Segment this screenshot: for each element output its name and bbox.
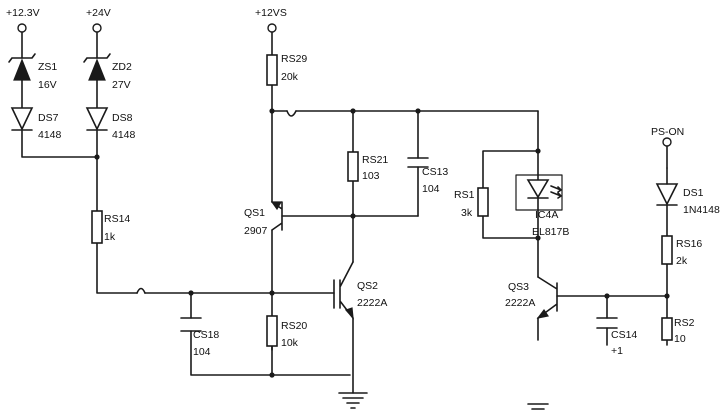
label-rs20-value: 10k — [281, 337, 299, 349]
resistor-rs20 — [266, 315, 278, 347]
rail-label-12vs: +12VS — [255, 7, 287, 19]
wiring — [21, 31, 668, 394]
capacitor-cs18 — [180, 317, 202, 332]
resistor-rs29 — [266, 54, 278, 86]
terminal-24v — [92, 23, 102, 33]
label-cs14-value: +1 — [611, 345, 623, 357]
label-cs18-ref: CS18 — [193, 329, 219, 341]
label-ds1-ref: DS1 — [683, 187, 704, 199]
label-qs2-value: 2222A — [357, 297, 387, 309]
label-qs3-value: 2222A — [505, 297, 535, 309]
label-qs1-value: 2907 — [244, 225, 268, 237]
capacitor-cs14 — [596, 317, 618, 329]
label-cs13-value: 104 — [422, 183, 440, 195]
label-ic4a-ref: IC4A — [535, 209, 558, 221]
label-cs14-ref: CS14 — [611, 329, 637, 341]
label-rs16-ref: RS16 — [676, 238, 702, 250]
terminal-ps-on — [662, 137, 672, 147]
transistor-qs2-npn — [333, 261, 354, 320]
diode-ds8 — [85, 107, 109, 131]
label-ds1-value: 1N4148 — [683, 204, 720, 216]
labels: +12.3V +24V +12VS PS-ON ZS1 16V ZD2 27V … — [6, 7, 720, 358]
label-zs1-value: 16V — [38, 79, 57, 91]
ground-symbol-main — [338, 392, 368, 409]
rail-label-ps-on: PS-ON — [651, 126, 684, 138]
label-ic4a-value: EL817B — [532, 226, 569, 238]
rail-label-24v: +24V — [86, 7, 111, 19]
label-cs13-ref: CS13 — [422, 166, 448, 178]
diode-ds7 — [10, 107, 34, 131]
label-rs20-ref: RS20 — [281, 320, 307, 332]
transistor-qs1-pnp — [270, 201, 283, 231]
resistor-rs21 — [347, 151, 359, 182]
label-qs1-ref: QS1 — [244, 207, 265, 219]
resistor-rs16 — [661, 235, 673, 265]
supply-terminals — [17, 23, 672, 147]
terminal-12vs — [267, 23, 277, 33]
diode-ds1 — [655, 167, 679, 206]
label-rs1-value: 3k — [461, 207, 473, 219]
label-ds7-value: 4148 — [38, 129, 62, 141]
label-qs2-ref: QS2 — [357, 280, 378, 292]
label-rs2-value: 10 — [674, 333, 686, 345]
label-rs2-ref: RS2 — [674, 317, 695, 329]
label-ds7-ref: DS7 — [38, 112, 59, 124]
transistor-qs3-npn — [536, 276, 558, 319]
label-rs1-ref: RS1 — [454, 189, 475, 201]
zener-zs1 — [8, 53, 36, 81]
resistor-rs1 — [477, 187, 489, 217]
label-rs21-ref: RS21 — [362, 154, 388, 166]
label-zd2-value: 27V — [112, 79, 131, 91]
resistor-rs2 — [661, 317, 673, 341]
terminal-12-3v — [17, 23, 27, 33]
label-cs18-value: 104 — [193, 346, 211, 358]
wire-crossovers — [136, 110, 297, 294]
label-ds8-value: 4148 — [112, 129, 136, 141]
label-rs29-value: 20k — [281, 71, 299, 83]
label-rs14-ref: RS14 — [104, 213, 130, 225]
label-rs29-ref: RS29 — [281, 53, 307, 65]
resistor-rs14 — [91, 210, 103, 244]
label-rs14-value: 1k — [104, 231, 116, 243]
ground-symbol-bottom — [527, 403, 549, 410]
capacitor-cs13 — [407, 157, 429, 168]
label-qs3-ref: QS3 — [508, 281, 529, 293]
optocoupler-ic4a — [515, 174, 563, 211]
rail-label-12-3v: +12.3V — [6, 7, 40, 19]
junction-dots — [94, 108, 670, 378]
label-zs1-ref: ZS1 — [38, 61, 57, 73]
zener-zd2 — [83, 53, 111, 81]
label-ds8-ref: DS8 — [112, 112, 133, 124]
label-zd2-ref: ZD2 — [112, 61, 132, 73]
label-rs21-value: 103 — [362, 170, 380, 182]
label-rs16-value: 2k — [676, 255, 688, 267]
